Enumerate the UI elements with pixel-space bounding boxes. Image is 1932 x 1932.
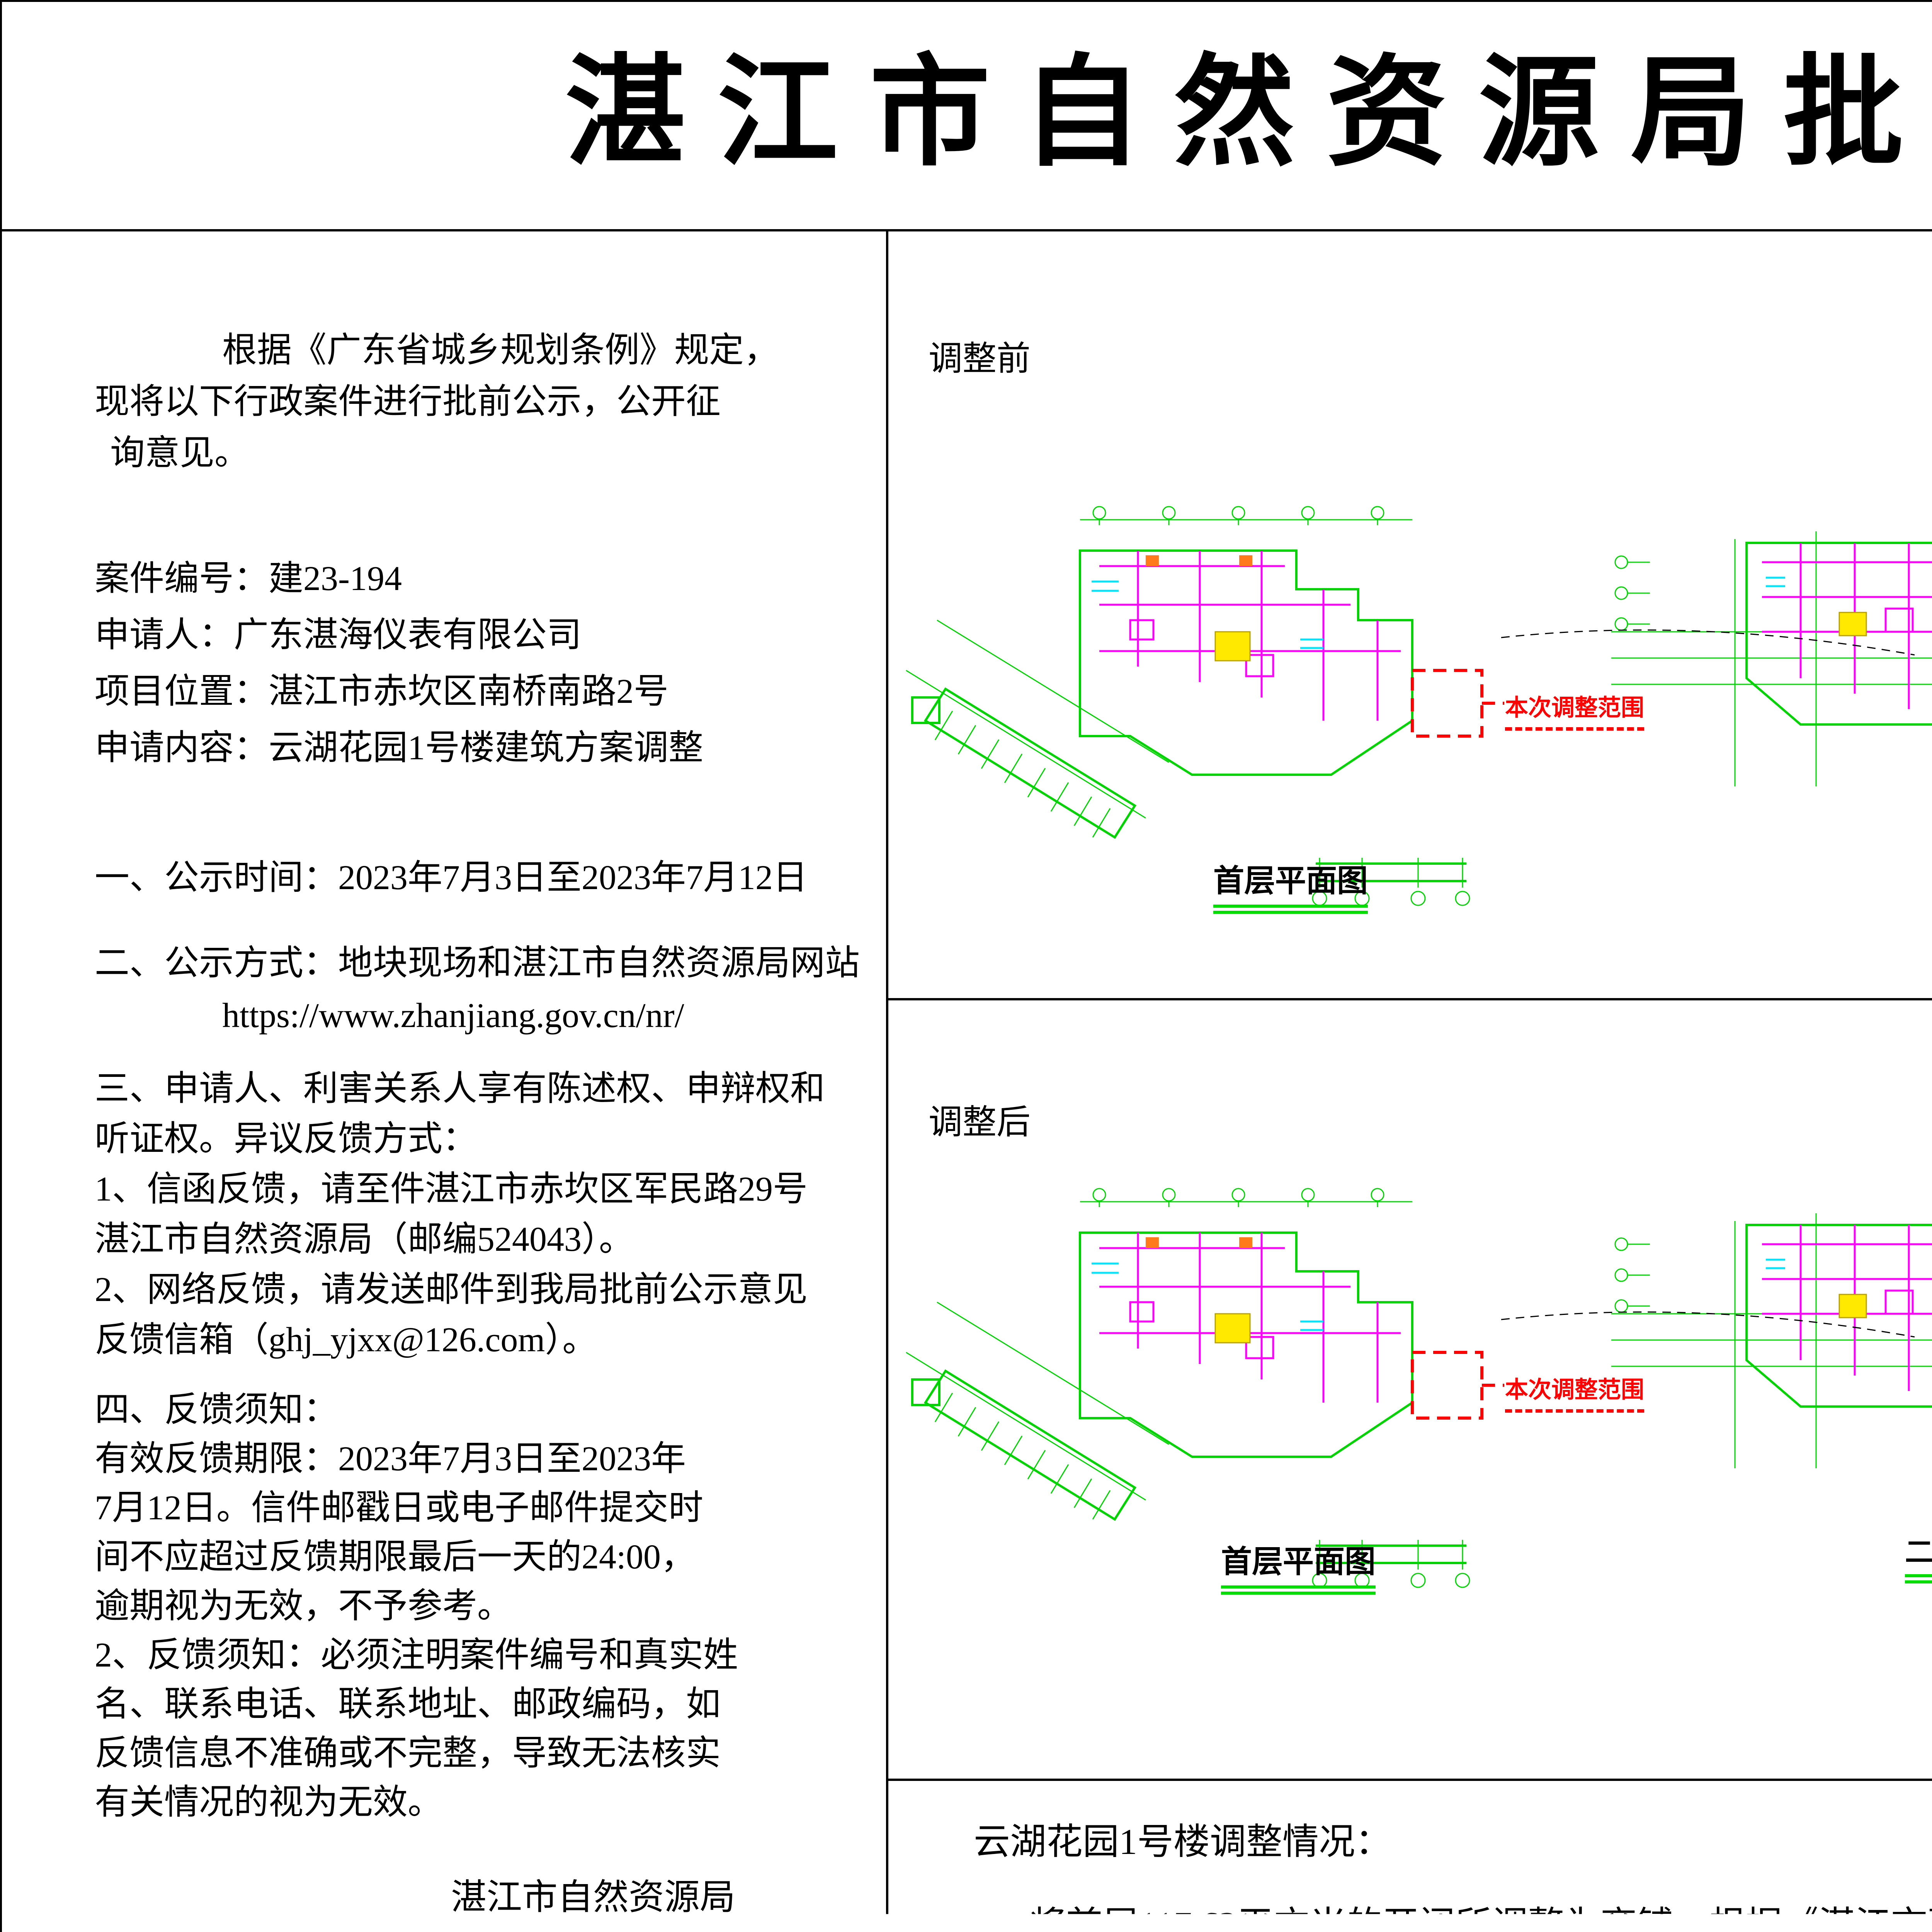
plan1-caption-text: 首层平面图	[1221, 1545, 1376, 1579]
section-2-line: 二、公示方式：地块现场和湛江市自然资源局网站	[95, 937, 860, 990]
plan2-caption-after: 二层平面图	[1905, 1529, 1932, 1583]
adjustment-summary-heading: 云湖花园1号楼调整情况：	[974, 1812, 1391, 1865]
project-location: 项目位置：湛江市赤坎区南桥南路2号	[95, 663, 703, 720]
section-1-publicity-time: 一、公示时间：2023年7月3日至2023年7月12日	[95, 852, 808, 903]
section-3-feedback-rights: 三、申请人、利害关系人享有陈述权、申辩权和 听证权。异议反馈方式： 1、信函反馈…	[95, 1064, 825, 1365]
after-second-floor-plan	[1611, 1213, 1932, 1481]
before-ground-floor-plan	[906, 507, 1504, 905]
section-4-line: 2、反馈须知：必须注明案件编号和真实姓	[95, 1631, 738, 1680]
signature-date: 2023年7月3日	[439, 1924, 748, 1932]
plan1-caption-after: 首层平面图	[1221, 1537, 1376, 1595]
case-info-paragraph: 案件编号：建23-194 申请人：广东湛海仪表有限公司 项目位置：湛江市赤坎区南…	[95, 551, 703, 776]
section-3-line: 1、信函反馈，请至件湛江市赤坎区军民路29号	[95, 1164, 825, 1214]
adjust-scope-label: 本次调整范围	[1505, 689, 1644, 731]
before-second-floor-plan	[1611, 531, 1932, 799]
section-3-line: 湛江市自然资源局（邮编524043）。	[95, 1214, 825, 1265]
intro-line: 根据《广东省城乡规划条例》规定，	[95, 325, 779, 376]
after-ground-floor-plan	[906, 1189, 1504, 1587]
case-number: 案件编号：建23-194	[95, 551, 703, 607]
section-4-line: 反馈信息不准确或不完整，导致无法核实	[95, 1729, 738, 1778]
section-4-line: 7月12日。信件邮戳日或电子邮件提交时	[95, 1483, 738, 1532]
section-3-line: 2、网络反馈，请发送邮件到我局批前公示意见	[95, 1265, 825, 1315]
drawings-text-divider	[887, 1779, 1932, 1781]
plan2-caption-text: 二层平面图	[1905, 1537, 1932, 1568]
section-4-line: 名、联系电话、联系地址、邮政编码，如	[95, 1680, 738, 1729]
adjust-scope-label: 本次调整范围	[1505, 1371, 1644, 1413]
before-drawings-svg: 26000 7500 7200 40700 1-A 1-C 2-B 2-H	[887, 230, 1932, 998]
section-3-line: 听证权。异议反馈方式：	[95, 1114, 825, 1164]
adjustment-summary-line: 将首层117.62平方米的开闭所调整为商铺。根据《湛江市建设项目经济技术指标申报…	[1030, 1895, 1932, 1932]
section-4-line: 四、反馈须知：	[95, 1385, 738, 1434]
intro-paragraph: 根据《广东省城乡规划条例》规定， 现将以下行政案件进行批前公示，公开征 询意见。	[95, 325, 779, 479]
signature-block: 湛江市自然资源局 2023年7月3日	[439, 1870, 748, 1932]
applicant: 申请人：广东湛海仪表有限公司	[95, 607, 703, 663]
section-4-feedback-notice: 四、反馈须知： 有效反馈期限：2023年7月3日至2023年 7月12日。信件邮…	[95, 1385, 738, 1827]
intro-line: 现将以下行政案件进行批前公示，公开征	[95, 376, 779, 427]
signature-authority: 湛江市自然资源局	[439, 1870, 748, 1924]
section-4-line: 间不应超过反馈期限最后一天的24:00，	[95, 1532, 738, 1582]
section-4-line: 逾期视为无效，不予参考。	[95, 1582, 738, 1631]
plan1-caption-text: 首层平面图	[1213, 864, 1368, 898]
intro-line: 询意见。	[95, 427, 779, 479]
section-3-line: 三、申请人、利害关系人享有陈述权、申辩权和	[95, 1064, 825, 1114]
plan1-caption-before: 首层平面图	[1213, 856, 1368, 914]
section-4-line: 有关情况的视为无效。	[95, 1778, 738, 1827]
section-2-publicity-method: 二、公示方式：地块现场和湛江市自然资源局网站 https://www.zhanj…	[95, 937, 860, 1042]
section-4-line: 有效反馈期限：2023年7月3日至2023年	[95, 1434, 738, 1483]
publicity-website-url: https://www.zhanjiang.gov.cn/nr/	[95, 990, 860, 1042]
application-content: 申请内容：云湖花园1号楼建筑方案调整	[95, 720, 703, 776]
after-drawings-svg	[887, 1000, 1932, 1779]
page-title: 湛江市自然资源局批前公示	[2, 23, 1932, 224]
feedback-email: 反馈信箱（ghj_yjxx@126.com）。	[95, 1315, 825, 1365]
